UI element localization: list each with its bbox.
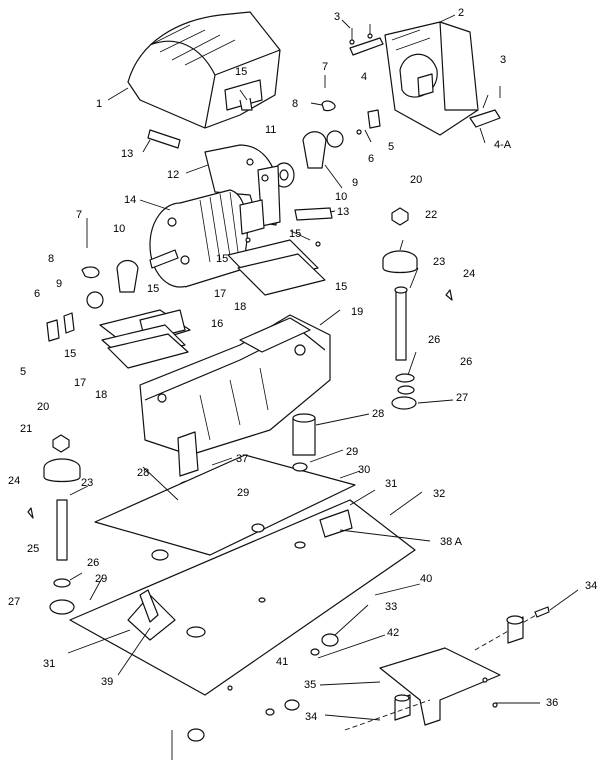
callout-34: 34 <box>305 711 317 723</box>
callout-13: 13 <box>121 148 133 160</box>
part-insulation-right <box>227 237 326 296</box>
callout-29: 29 <box>346 446 358 458</box>
part-spindle-left <box>27 434 81 615</box>
callout-15: 15 <box>235 66 247 78</box>
callout-5: 5 <box>20 366 26 378</box>
callout-39: 39 <box>101 676 113 688</box>
callout-41: 41 <box>276 656 288 668</box>
part-base-frame <box>139 314 331 477</box>
callout-15: 15 <box>64 348 76 360</box>
part-spindle-right <box>382 207 453 410</box>
callout-33: 33 <box>385 601 397 613</box>
callout-6: 6 <box>368 153 374 165</box>
callout-36: 36 <box>546 697 558 709</box>
callout-1: 1 <box>96 98 102 110</box>
part-bracket-lower <box>127 509 353 641</box>
callout-3: 3 <box>334 11 340 23</box>
callout-8: 8 <box>292 98 298 110</box>
callout-18: 18 <box>95 389 107 401</box>
callout-34: 34 <box>585 580 597 592</box>
callout-26: 26 <box>87 557 99 569</box>
callout-17: 17 <box>74 377 86 389</box>
callout-31: 31 <box>385 478 397 490</box>
callout-15: 15 <box>147 283 159 295</box>
callout-32: 32 <box>433 488 445 500</box>
callout-23: 23 <box>433 256 445 268</box>
callout-14: 14 <box>124 194 136 206</box>
part-small-hardware-left <box>46 218 139 342</box>
callout-19: 19 <box>351 306 363 318</box>
callout-4: 4 <box>361 71 367 83</box>
callout-25: 25 <box>27 543 39 555</box>
callout-38-a: 38 A <box>440 536 463 548</box>
callout-37: 37 <box>236 453 248 465</box>
callout-28: 28 <box>372 408 384 420</box>
callout-7: 7 <box>76 209 82 221</box>
callout-35: 35 <box>304 679 316 691</box>
callout-40: 40 <box>420 573 432 585</box>
callout-9: 9 <box>352 177 358 189</box>
leader-lines <box>67 14 579 721</box>
callout-27: 27 <box>8 596 20 608</box>
callout-16: 16 <box>211 318 223 330</box>
callout-7: 7 <box>322 61 328 73</box>
callout-20: 20 <box>410 174 422 186</box>
callout-29: 29 <box>237 487 249 499</box>
callout-4-a: 4-A <box>494 139 512 151</box>
callout-15: 15 <box>289 228 301 240</box>
part-small-hardware-upper <box>273 75 381 188</box>
callout-2: 2 <box>458 7 464 19</box>
callout-17: 17 <box>214 288 226 300</box>
callout-6: 6 <box>34 288 40 300</box>
callout-26: 26 <box>460 356 472 368</box>
callout-31: 31 <box>43 658 55 670</box>
part-switch-plate-left <box>99 309 191 369</box>
callout-24: 24 <box>8 475 20 487</box>
callout-9: 9 <box>56 278 62 290</box>
callout-13: 13 <box>337 206 349 218</box>
callout-labels: 1 2 3 3 4 4-A 5 5 6 6 7 7 8 8 9 9 10 10 … <box>8 7 597 723</box>
callout-15: 15 <box>335 281 347 293</box>
callout-28: 28 <box>137 467 149 479</box>
callout-15: 15 <box>216 253 228 265</box>
callout-22: 22 <box>425 209 437 221</box>
part-brushes <box>147 129 333 221</box>
callout-29: 29 <box>95 573 107 585</box>
part-end-housing <box>384 21 479 136</box>
part-bracket-upper <box>349 24 501 128</box>
callout-8: 8 <box>48 253 54 265</box>
part-lower-right-assembly <box>171 606 550 760</box>
part-base-plate <box>69 499 416 696</box>
callout-18: 18 <box>234 301 246 313</box>
callout-21: 21 <box>20 423 32 435</box>
callout-42: 42 <box>387 627 399 639</box>
callout-20: 20 <box>37 401 49 413</box>
callout-11: 11 <box>265 124 276 136</box>
part-armature <box>149 189 265 288</box>
callout-5: 5 <box>388 141 394 153</box>
callout-23: 23 <box>81 477 93 489</box>
callout-10: 10 <box>335 191 347 203</box>
callout-27: 27 <box>456 392 468 404</box>
callout-3: 3 <box>500 54 506 66</box>
callout-26: 26 <box>428 334 440 346</box>
callout-30: 30 <box>358 464 370 476</box>
callout-24: 24 <box>463 268 475 280</box>
callout-10: 10 <box>113 223 125 235</box>
part-top-cover <box>127 11 281 129</box>
part-gasket-plate <box>94 454 356 561</box>
callout-12: 12 <box>167 169 179 181</box>
